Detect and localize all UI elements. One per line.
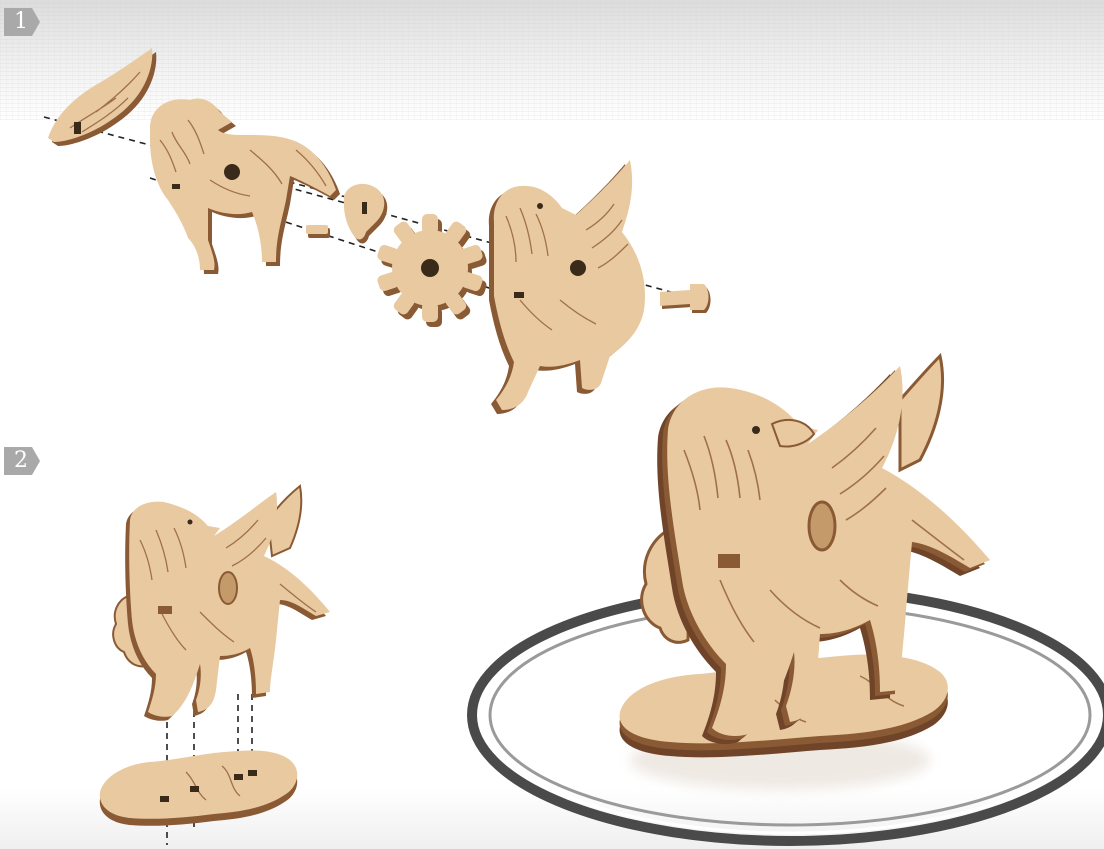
griffin-body-right-piece	[489, 160, 645, 414]
wing-piece	[48, 48, 156, 146]
gear-piece	[376, 214, 488, 327]
griffin-body-left-piece	[150, 99, 340, 275]
final-assembled-view	[472, 356, 1104, 841]
connector-piece	[306, 225, 330, 238]
head-cap-piece	[344, 184, 387, 244]
griffin-assembled-small	[113, 486, 330, 721]
stand-base-piece	[100, 750, 297, 825]
step-2-attach-stand	[100, 486, 330, 845]
step-1-exploded-view	[44, 48, 711, 414]
peg-piece	[660, 284, 711, 313]
